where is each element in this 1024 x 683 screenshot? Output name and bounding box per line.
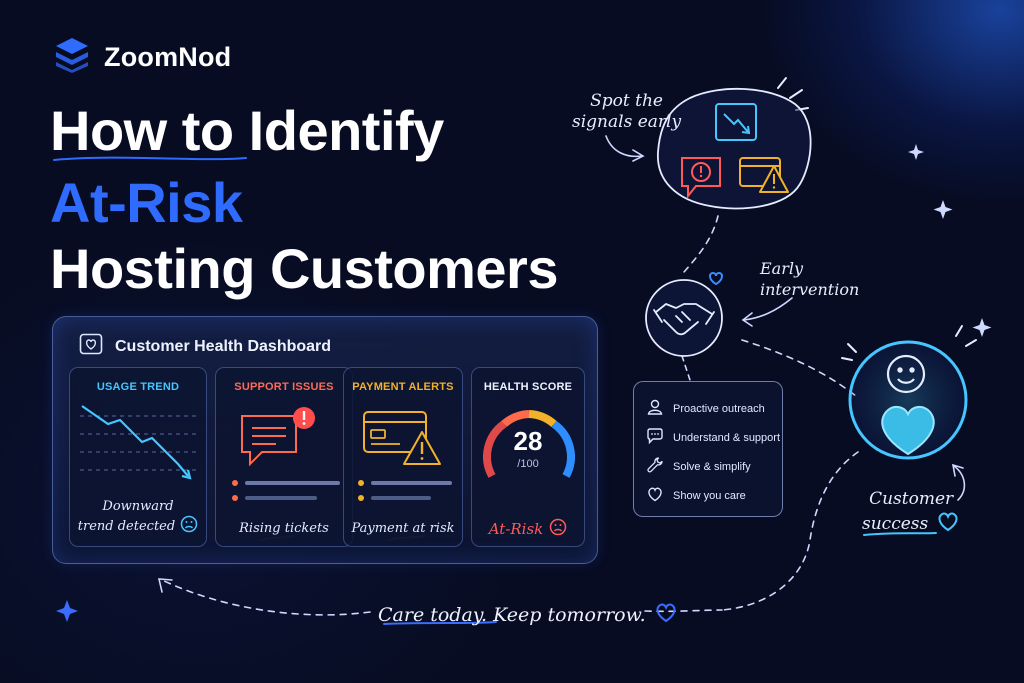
list-item-show-care[interactable]: Show you care bbox=[646, 485, 746, 506]
heart-icon bbox=[881, 406, 935, 456]
person-icon bbox=[646, 398, 664, 419]
action-list: Proactive outreach Understand & support … bbox=[633, 381, 783, 517]
brand-name: ZoomNod bbox=[104, 42, 232, 72]
ticket-bars bbox=[232, 480, 340, 501]
health-score-label: HEALTH SCORE bbox=[483, 381, 573, 393]
chat-alert-icon bbox=[238, 406, 324, 477]
brand[interactable]: ZoomNod bbox=[52, 36, 231, 79]
list-item-understand-support[interactable]: Understand & support bbox=[646, 427, 780, 448]
wrench-icon bbox=[646, 456, 664, 477]
usage-caption-line-1: Downward bbox=[102, 499, 174, 514]
success-line-2: success bbox=[862, 513, 929, 534]
health-score-max: /100 bbox=[517, 458, 539, 470]
sad-face-icon bbox=[180, 515, 198, 538]
trend-down-icon bbox=[715, 103, 757, 141]
customer-success-circle bbox=[848, 340, 968, 460]
action-label: Solve & simplify bbox=[673, 460, 751, 473]
spot-signals-note: Spot the signals early bbox=[572, 91, 681, 133]
action-label: Proactive outreach bbox=[673, 402, 765, 415]
downward-trend-chart bbox=[80, 405, 198, 480]
sad-face-icon bbox=[549, 518, 567, 540]
spot-signals-line-2: signals early bbox=[572, 112, 682, 132]
dashboard-title: Customer Health Dashboard bbox=[115, 337, 332, 355]
customer-success-note: Customer success bbox=[862, 489, 960, 538]
success-line-1: Customer bbox=[869, 489, 954, 509]
tagline-text: Care today. Keep tomorrow. bbox=[378, 603, 646, 626]
usage-caption-line-2: trend detected bbox=[77, 519, 176, 534]
spot-signals-line-1: Spot the bbox=[590, 91, 663, 111]
headline-line-1: How to Identify bbox=[50, 99, 444, 162]
usage-trend-caption: Downward trend detected bbox=[70, 498, 206, 538]
intervention-line-2: intervention bbox=[760, 280, 860, 299]
payment-bars bbox=[358, 480, 452, 501]
tagline: Care today. Keep tomorrow. bbox=[378, 601, 678, 628]
health-status-text: At-Risk bbox=[488, 520, 544, 538]
headline-line-3: Hosting Customers bbox=[50, 237, 559, 300]
smiley-icon bbox=[886, 354, 926, 394]
heart-icon bbox=[646, 485, 664, 506]
health-status: At-Risk bbox=[472, 518, 584, 540]
support-issues-card[interactable]: SUPPORT ISSUES Rising tickets bbox=[215, 367, 353, 547]
handshake-circle bbox=[645, 272, 724, 357]
action-label: Show you care bbox=[673, 489, 746, 502]
health-score-card[interactable]: HEALTH SCORE 28 /100 At-Risk bbox=[471, 367, 585, 547]
health-score-gauge bbox=[483, 410, 575, 478]
headline-line-2: At-Risk bbox=[50, 171, 243, 234]
support-issues-label: SUPPORT ISSUES bbox=[234, 381, 334, 393]
heart-icon bbox=[654, 601, 678, 628]
heart-window-icon bbox=[79, 333, 103, 360]
signals-blob bbox=[657, 87, 812, 210]
usage-trend-card[interactable]: USAGE TREND Downward trend detected bbox=[69, 367, 207, 547]
action-label: Understand & support bbox=[673, 431, 781, 444]
card-warning-icon bbox=[362, 408, 444, 473]
early-intervention-note: Early intervention bbox=[760, 258, 859, 300]
support-issues-caption: Rising tickets bbox=[239, 521, 329, 536]
customer-health-dashboard: Customer Health Dashboard USAGE TREND Do… bbox=[52, 316, 598, 564]
usage-trend-label: USAGE TREND bbox=[96, 381, 180, 393]
payment-alerts-card[interactable]: PAYMENT ALERTS Payment at risk bbox=[343, 367, 463, 547]
list-item-proactive-outreach[interactable]: Proactive outreach bbox=[646, 398, 765, 419]
payment-alerts-caption: Payment at risk bbox=[351, 521, 455, 536]
stacked-layers-logo bbox=[52, 36, 92, 79]
payment-alerts-label: PAYMENT ALERTS bbox=[352, 381, 454, 393]
heart-icon bbox=[936, 510, 960, 538]
heart-icon bbox=[708, 272, 724, 286]
card-warning-icon bbox=[739, 157, 789, 193]
chat-bubble-icon bbox=[646, 427, 664, 448]
health-score-value: 28 bbox=[513, 426, 543, 456]
handshake-icon bbox=[653, 303, 715, 336]
intervention-line-1: Early bbox=[760, 259, 804, 278]
alert-bubble-icon bbox=[681, 157, 721, 199]
list-item-solve-simplify[interactable]: Solve & simplify bbox=[646, 456, 751, 477]
